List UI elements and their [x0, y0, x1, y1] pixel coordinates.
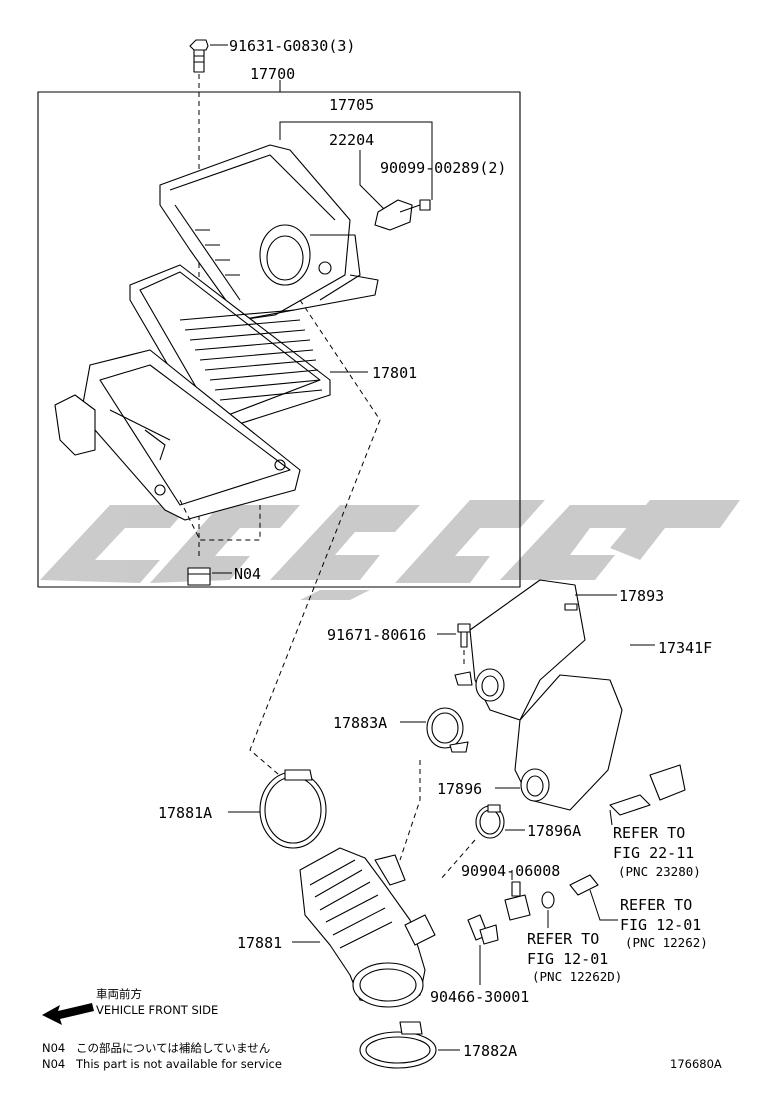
note-code-2: N04 — [42, 1057, 65, 1071]
air-cleaner-cap-part — [159, 144, 379, 321]
refer-2-line1: REFER TO — [620, 896, 692, 914]
figure-id: 176680A — [670, 1057, 722, 1071]
union-clip-part — [467, 914, 499, 945]
note-en: This part is not available for service — [75, 1057, 282, 1071]
label-hose: 17341F — [658, 639, 712, 657]
direction-en: VEHICLE FRONT SIDE — [96, 1003, 218, 1017]
refer-2-line3: (PNC 12262) — [625, 935, 708, 950]
label-element: 17801 — [372, 364, 417, 382]
vacuum-hose-part — [594, 608, 686, 816]
resonator-bolt-part — [454, 623, 473, 686]
refer-3-line1: REFER TO — [527, 930, 599, 948]
label-union: 90466-30001 — [430, 988, 529, 1006]
pipe-part — [569, 874, 599, 896]
label-screw: 90099-00289(2) — [380, 159, 506, 177]
label-assy: 17700 — [250, 65, 295, 83]
refer-3-line3: (PNC 12262D) — [532, 969, 622, 984]
label-resonator-2: 17896 — [437, 780, 482, 798]
clamp-a-part — [426, 707, 469, 753]
watermark-logo — [40, 500, 740, 600]
note-jp: この部品については補給していません — [76, 1041, 270, 1055]
intake-hose-part — [299, 847, 436, 1008]
clamp-c-part — [475, 804, 505, 839]
assembly-box — [37, 91, 521, 588]
label-resonator: 17893 — [619, 587, 664, 605]
refer-block-1: REFER TO FIG 22-11 (PNC 23280) — [613, 824, 701, 879]
small-clip-part — [541, 891, 555, 909]
sensor-part — [374, 199, 431, 231]
refer-1-line3: (PNC 23280) — [618, 864, 701, 879]
label-sensor: 22204 — [329, 131, 374, 149]
label-cap: 17705 — [329, 96, 374, 114]
label-valve: 90904-06008 — [461, 862, 560, 880]
clamp-b-part — [259, 769, 327, 849]
refer-2-line2: FIG 12-01 — [620, 916, 701, 934]
grommet-part — [187, 567, 211, 586]
cap-bracket — [279, 121, 433, 200]
note-code-1: N04 — [42, 1041, 65, 1055]
label-clamp-c: 17896A — [527, 822, 581, 840]
resonator-2-part — [514, 674, 623, 811]
check-valve-part — [504, 881, 531, 921]
refer-block-3: REFER TO FIG 12-01 (PNC 12262D) — [527, 930, 622, 984]
label-clamp-d: 17882A — [463, 1042, 517, 1060]
label-n04: N04 — [234, 565, 261, 583]
refer-3-line2: FIG 12-01 — [527, 950, 608, 968]
label-bolt-res: 91671-80616 — [327, 626, 426, 644]
refer-block-2: REFER TO FIG 12-01 (PNC 12262) — [620, 896, 708, 950]
clamp-d-part — [359, 1021, 437, 1069]
label-clamp-a: 17883A — [333, 714, 387, 732]
air-cleaner-case-part — [54, 349, 301, 541]
direction-arrow-icon — [42, 1003, 94, 1025]
refer-1-line2: FIG 22-11 — [613, 844, 694, 862]
label-bolt-top: 91631-G0830(3) — [229, 37, 355, 55]
label-hose-inlet: 17881 — [237, 934, 282, 952]
resonator-part — [469, 579, 586, 721]
direction-jp: 車両前方 — [96, 987, 142, 1001]
label-clamp-b: 17881A — [158, 804, 212, 822]
filter-element-part — [129, 264, 331, 431]
refer-1-line1: REFER TO — [613, 824, 685, 842]
